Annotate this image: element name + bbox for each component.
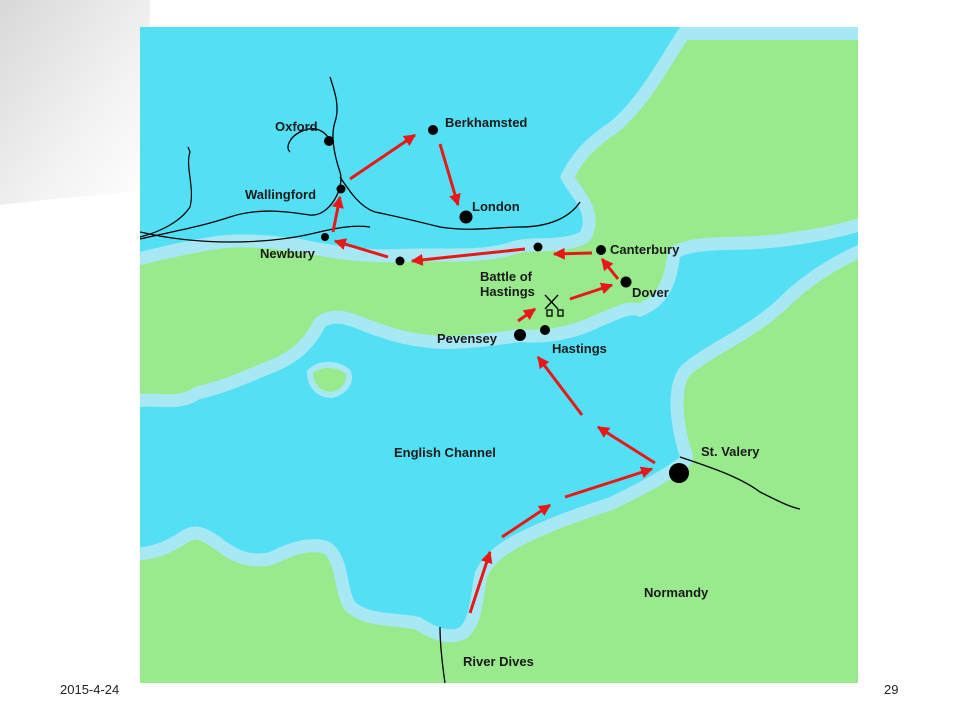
route-arrow bbox=[600, 258, 620, 280]
town-dot-route bbox=[533, 242, 543, 252]
route-arrow bbox=[438, 143, 461, 207]
label-newbury: Newbury bbox=[260, 246, 315, 261]
town-markers bbox=[321, 125, 689, 483]
route-arrow bbox=[596, 425, 656, 465]
route-arrow bbox=[468, 550, 493, 614]
coastline-detail bbox=[140, 146, 193, 238]
town-dot-route bbox=[395, 256, 405, 266]
slide-date: 2015-4-24 bbox=[60, 682, 120, 697]
town-dot-pevensey bbox=[514, 329, 526, 341]
town-dot-london bbox=[459, 210, 473, 224]
label-oxford: Oxford bbox=[275, 119, 318, 134]
route-arrow bbox=[349, 133, 416, 181]
route-arrow bbox=[333, 238, 389, 259]
isle-of-wight bbox=[306, 361, 352, 399]
route-arrow bbox=[552, 247, 593, 260]
label-dover: Dover bbox=[632, 285, 669, 300]
town-dot-st-valery bbox=[669, 463, 689, 483]
label-battle-of-hastings: Battle of Hastings bbox=[480, 269, 535, 299]
town-dot-dover bbox=[620, 276, 632, 288]
town-dot-wallingford bbox=[336, 184, 346, 194]
label-wallingford: Wallingford bbox=[245, 187, 317, 202]
town-dot-canterbury bbox=[596, 245, 606, 255]
route-arrow bbox=[410, 247, 526, 266]
route-arrow bbox=[517, 307, 536, 323]
route-arrows bbox=[331, 133, 656, 614]
route-arrow bbox=[569, 282, 614, 301]
route-arrow bbox=[331, 195, 344, 233]
label-st-valery: St. Valery bbox=[701, 444, 760, 459]
town-dot-hastings bbox=[540, 325, 550, 335]
label-london: London bbox=[472, 199, 520, 214]
route-arrow bbox=[564, 466, 654, 499]
sea bbox=[140, 27, 858, 643]
label-canterbury: Canterbury bbox=[610, 242, 680, 257]
route-arrow bbox=[536, 356, 584, 416]
route-arrow bbox=[501, 503, 551, 539]
label-normandy: Normandy bbox=[644, 585, 709, 600]
rivers bbox=[140, 76, 801, 683]
town-dot-newbury bbox=[321, 233, 329, 241]
label-hastings: Hastings bbox=[552, 341, 607, 356]
slide-page-number: 29 bbox=[884, 682, 899, 697]
town-dot-oxford bbox=[324, 136, 334, 146]
label-english-channel: English Channel bbox=[394, 445, 496, 460]
label-berkhamsted: Berkhamsted bbox=[445, 115, 528, 130]
town-dot-berkhamsted bbox=[428, 125, 438, 135]
label-river-dives: River Dives bbox=[463, 654, 534, 669]
map: Oxford Berkhamsted Wallingford London Ne… bbox=[140, 27, 858, 683]
crossed-swords-icon bbox=[544, 294, 564, 317]
label-pevensey: Pevensey bbox=[437, 331, 497, 346]
